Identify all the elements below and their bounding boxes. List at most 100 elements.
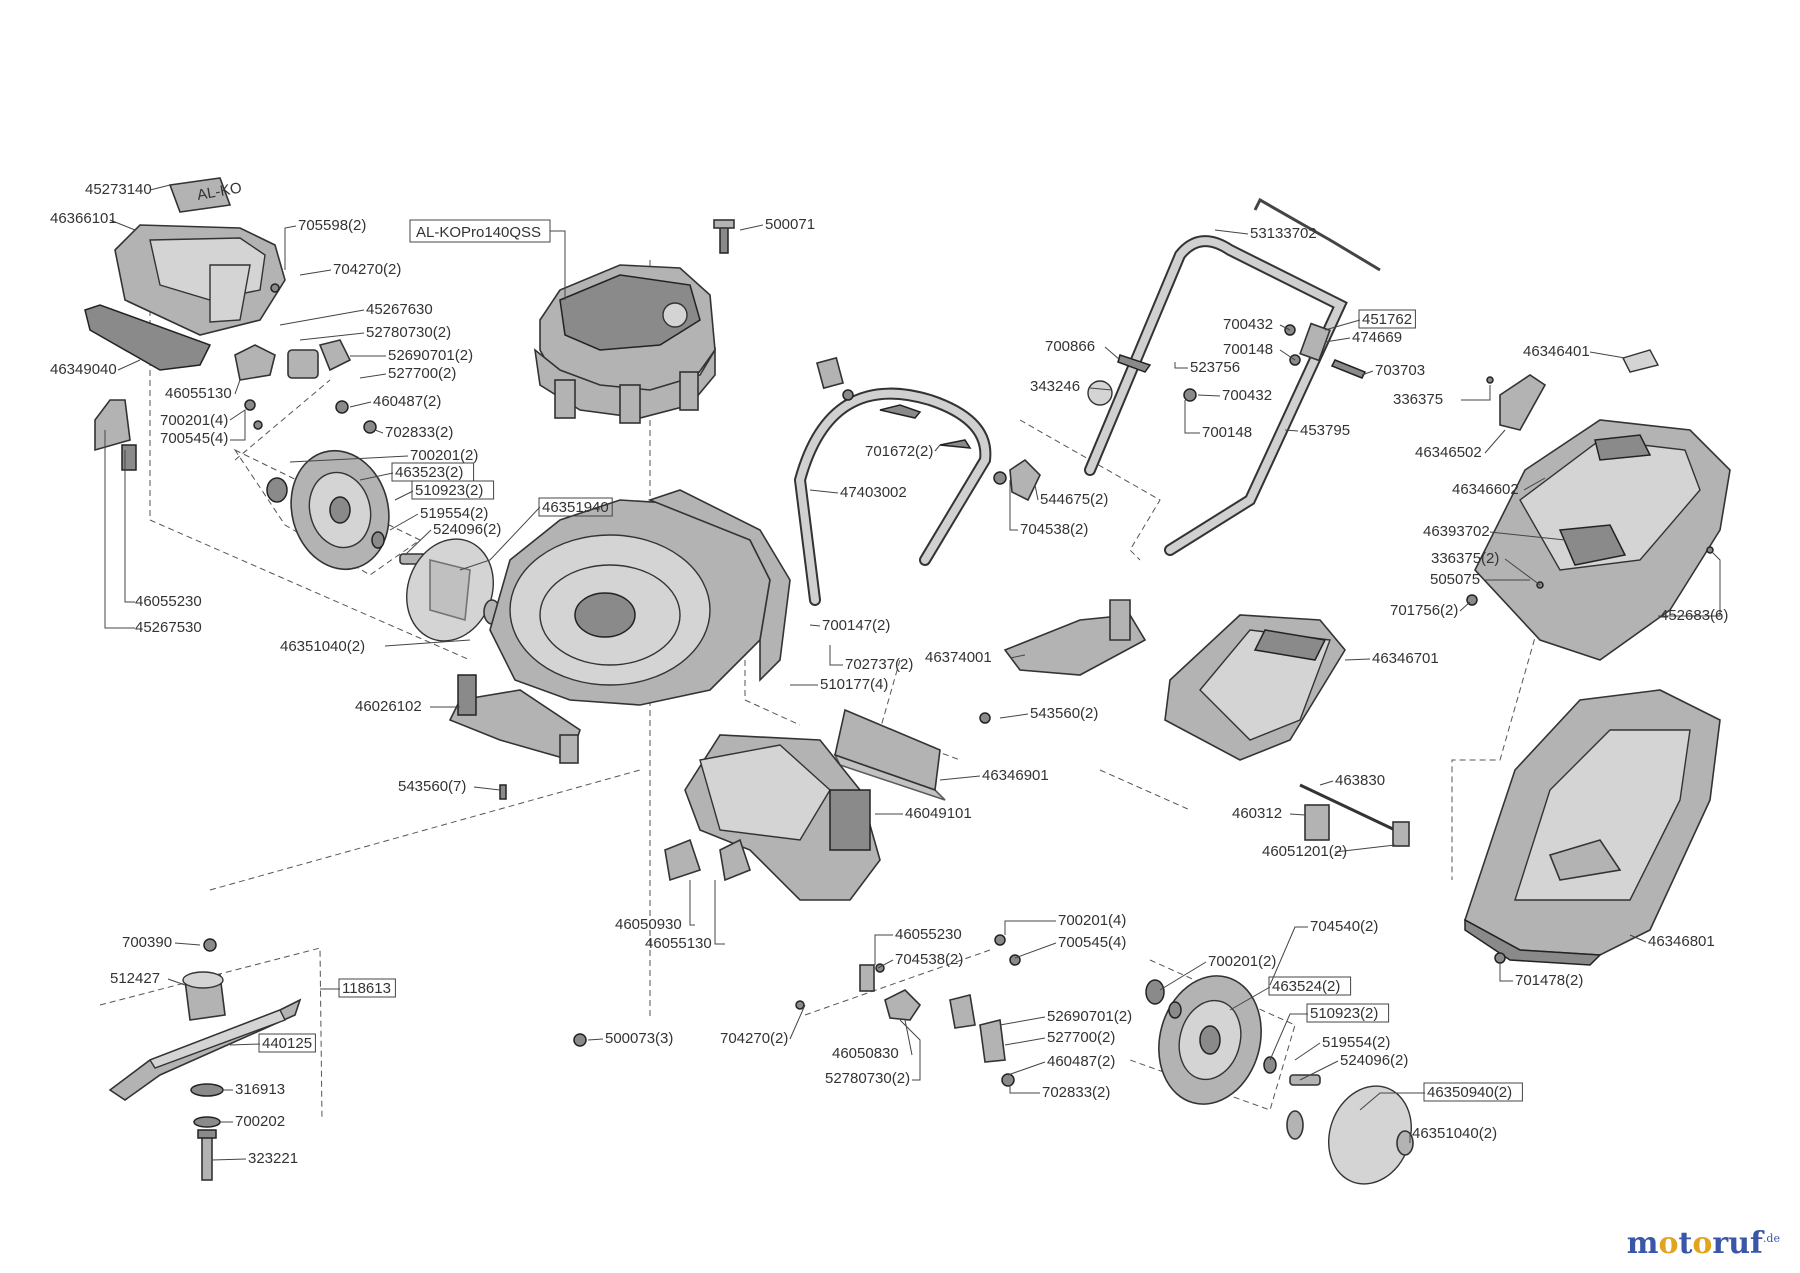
part-number-label: 474669 — [1352, 329, 1402, 346]
part-number-label: 700432 — [1222, 387, 1272, 404]
label-box — [1268, 976, 1352, 996]
part-number-label: 523756 — [1190, 359, 1240, 376]
part-number-label: 46393702 — [1423, 523, 1490, 540]
part-number-label: 524096(2) — [1340, 1052, 1408, 1069]
part-number-label: 46351040(2) — [280, 638, 365, 655]
label-box — [258, 1033, 316, 1053]
part-number-label: 510923(2) — [1310, 1005, 1378, 1022]
leader-lines — [104, 184, 1721, 1161]
part-number-label: 700866 — [1045, 338, 1095, 355]
part-number-label: 52780730(2) — [825, 1070, 910, 1087]
part-number-label: 46346602 — [1452, 481, 1519, 498]
part-number-label: 323221 — [248, 1150, 298, 1167]
part-number-label: 460312 — [1232, 805, 1282, 822]
part-number-label: 45267530 — [135, 619, 202, 636]
part-number-label: 53133702 — [1250, 225, 1317, 242]
part-number-label: 46055130 — [645, 935, 712, 952]
part-number-label: 460487(2) — [373, 393, 441, 410]
label-box — [1306, 1003, 1390, 1023]
part-number-label: 316913 — [235, 1081, 285, 1098]
brand-part: ruf — [1712, 1226, 1763, 1261]
part-number-label: 700202 — [235, 1113, 285, 1130]
brand-part: o — [1692, 1226, 1713, 1261]
engine — [533, 219, 735, 424]
part-number-label: 46346401 — [1523, 343, 1590, 360]
part-number-label: 46351040(2) — [1412, 1125, 1497, 1142]
part-number-label: 700545(4) — [160, 430, 228, 447]
part-number-label: 440125 — [262, 1035, 312, 1052]
part-number-label: 702833(2) — [385, 424, 453, 441]
motoruf-brand: motoruf.de — [1627, 1226, 1780, 1261]
part-number-label: 45267630 — [366, 301, 433, 318]
part-number-label: 46055230 — [895, 926, 962, 943]
part-number-label: 46346901 — [982, 767, 1049, 784]
part-number-label: 505075 — [1430, 571, 1480, 588]
part-number-label: 463524(2) — [1272, 978, 1340, 995]
part-number-label: 500071 — [765, 216, 815, 233]
part-number-label: 46346701 — [1372, 650, 1439, 667]
part-number-label: 527700(2) — [1047, 1029, 1115, 1046]
brand-tld: .de — [1762, 1232, 1780, 1245]
part-number-label: 463523(2) — [395, 464, 463, 481]
part-number-label: 701672(2) — [865, 443, 933, 460]
part-number-label: 452683(6) — [1660, 607, 1728, 624]
part-number-label: 700201(4) — [1058, 912, 1126, 929]
part-number-label: 500073(3) — [605, 1030, 673, 1047]
left-hinge-parts — [94, 283, 377, 471]
part-number-label: 46351940 — [542, 499, 609, 516]
blade-assembly — [108, 938, 302, 1181]
part-number-label: 702737(2) — [845, 656, 913, 673]
part-number-label: 46055230 — [135, 593, 202, 610]
right-hinge-parts — [573, 934, 1021, 1087]
lower-handle — [793, 356, 1041, 606]
part-number-label: 46374001 — [925, 649, 992, 666]
part-number-label: 700147(2) — [822, 617, 890, 634]
part-number-label: 46349040 — [50, 361, 117, 378]
mower-deck — [448, 489, 791, 800]
part-number-label: 700390 — [122, 934, 172, 951]
part-number-label: 336375 — [1393, 391, 1443, 408]
part-number-label: 46050830 — [832, 1045, 899, 1062]
rear-housing — [664, 734, 881, 901]
part-number-label: 700201(4) — [160, 412, 228, 429]
part-number-label: 543560(7) — [398, 778, 466, 795]
part-number-label: 704538(2) — [895, 951, 963, 968]
part-number-label: 700201(2) — [410, 447, 478, 464]
part-number-label: 460487(2) — [1047, 1053, 1115, 1070]
catcher-bag — [1464, 689, 1721, 966]
part-number-label: 46346801 — [1648, 933, 1715, 950]
rear-baffle — [833, 708, 991, 801]
model-label: AL-KOPro140QSS — [409, 219, 566, 300]
part-number-label: 46366101 — [50, 210, 117, 227]
part-number-label: 47403002 — [840, 484, 907, 501]
model-box-text: AL-KOPro140QSS — [416, 224, 541, 241]
rear-flap-cover: AL-KO — [84, 177, 286, 371]
part-number-label: 702833(2) — [1042, 1084, 1110, 1101]
part-number-label: 703703 — [1375, 362, 1425, 379]
part-number-label: 336375(2) — [1431, 550, 1499, 567]
part-number-label: 46050930 — [615, 916, 682, 933]
part-number-label: 544675(2) — [1040, 491, 1108, 508]
part-number-label: 451762 — [1362, 311, 1412, 328]
catcher-top — [1466, 349, 1731, 661]
part-number-label: 510923(2) — [415, 482, 483, 499]
part-number-label: 524096(2) — [433, 521, 501, 538]
part-number-label: 701478(2) — [1515, 972, 1583, 989]
part-number-label: 527700(2) — [388, 365, 456, 382]
part-number-label: 46049101 — [905, 805, 972, 822]
part-number-label: 512427 — [110, 970, 160, 987]
part-number-label: 700148 — [1202, 424, 1252, 441]
mulch-plug — [1003, 599, 1147, 676]
part-number-label: 700201(2) — [1208, 953, 1276, 970]
part-number-label: 46350940(2) — [1427, 1084, 1512, 1101]
part-number-label: 52780730(2) — [366, 324, 451, 341]
label-box — [338, 978, 396, 998]
part-number-label: 543560(2) — [1030, 705, 1098, 722]
label-box — [1423, 1082, 1523, 1102]
part-number-label: 52690701(2) — [388, 347, 473, 364]
part-number-label: 118613 — [342, 980, 391, 997]
label-box — [1358, 309, 1416, 329]
part-number-label: 704538(2) — [1020, 521, 1088, 538]
part-number-label: 519554(2) — [420, 505, 488, 522]
